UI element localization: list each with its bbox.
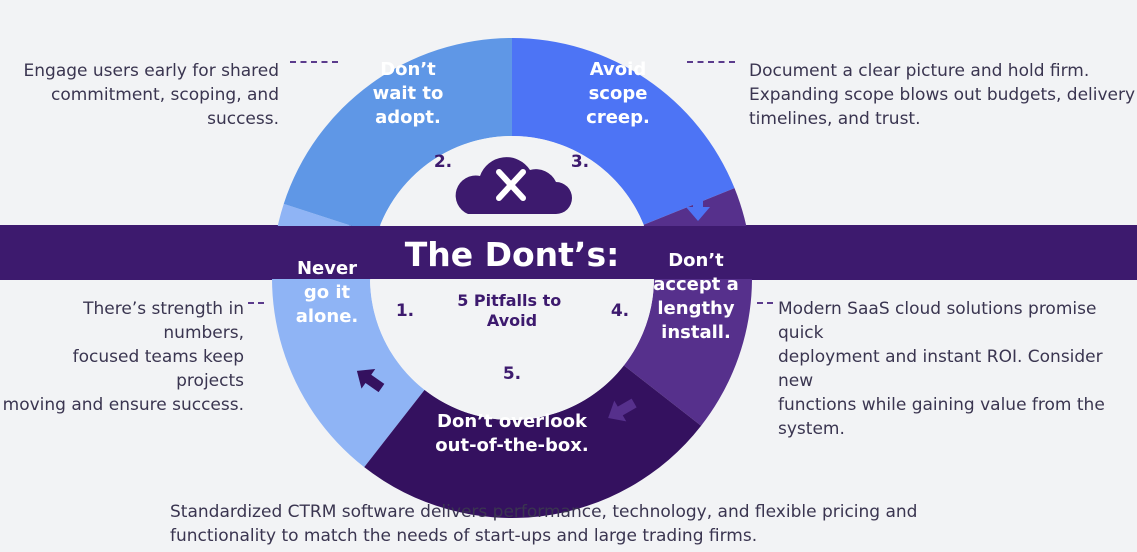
pitfall-label-line: wait to [373,83,444,104]
pitfall-label-line: alone. [296,306,359,327]
connector-dash [248,302,264,304]
note-line: Modern SaaS cloud solutions promise quic… [778,299,1097,343]
connector-dash [757,302,773,304]
pitfall-number-2: 2. [434,152,452,172]
pitfall-number-1: 1. [396,301,414,321]
note-line: deployment and instant ROI. Consider new [778,347,1103,391]
pitfall-label-line: go it [304,282,351,303]
note-line: functions while gaining value from the s… [778,395,1105,439]
note-line: functionality to match the needs of star… [170,526,758,546]
pitfall-number-3: 3. [571,152,589,172]
segment-pitfall-2 [283,38,512,235]
note-line: There’s strength in numbers, [83,299,244,343]
banner-subtitle-line: Avoid [487,311,537,330]
pitfall-label-line: Don’t overlook [437,411,588,432]
pitfall-label-line: creep. [586,107,650,128]
pitfall-label-line: adopt. [375,107,441,128]
title-band-center [270,226,754,279]
segment-pitfall-3 [512,38,735,225]
pitfall-label-5: Don’t overlook out-of-the-box. [435,411,588,456]
pitfall-label-line: scope [589,83,648,104]
pitfall-label-line: Avoid [590,59,646,80]
pitfall-label-line: install. [661,322,731,343]
connector-dash [290,61,338,63]
note-pitfall-3: Document a clear picture and hold firm. … [749,59,1135,131]
pitfall-label-line: out-of-the-box. [435,435,588,456]
segment-pitfall-5 [364,365,702,518]
pitfall-label-line: Don’t [668,250,724,271]
note-line: focused teams keep projects [72,347,244,391]
pitfall-label-line: lengthy [657,298,734,319]
note-pitfall-1: There’s strength in numbers, focused tea… [0,297,244,417]
pitfall-label-2: Don’t wait to adopt. [373,59,444,128]
note-line: Document a clear picture and hold firm. [749,61,1090,81]
banner-subtitle: 5 Pitfalls to Avoid [457,291,567,330]
flow-arrow-icon [608,398,637,422]
banner-title: The Dont’s: [405,235,620,274]
cloud-x-icon [455,157,572,214]
flow-arrow-icon [514,55,544,79]
note-line: timelines, and trust. [749,109,921,129]
pitfall-number-5: 5. [503,364,521,384]
flow-arrow-icon [356,369,385,393]
note-line: Standardized CTRM software delivers perf… [170,502,918,522]
flow-arrow-icon [330,152,354,182]
pitfall-label-line: Never [297,258,357,279]
pitfall-label-line: accept a [653,274,739,295]
pitfall-label-1: Never go it alone. [296,258,359,327]
note-line: Expanding scope blows out budgets, deliv… [749,85,1136,105]
note-line: Engage users early for shared [23,61,279,81]
pitfall-label-3: Avoid scope creep. [586,59,650,128]
note-pitfall-4: Modern SaaS cloud solutions promise quic… [778,297,1137,441]
note-pitfall-2: Engage users early for shared commitment… [0,59,279,131]
note-line: moving and ensure success. [2,395,244,415]
pitfall-label-line: Don’t [380,59,436,80]
note-line: commitment, scoping, and success. [51,85,279,129]
note-pitfall-5: Standardized CTRM software delivers perf… [170,500,917,548]
banner-subtitle-line: 5 Pitfalls to [457,291,561,310]
pitfall-label-4: Don’t accept a lengthy install. [653,250,739,343]
pitfall-number-4: 4. [611,301,629,321]
flow-arrow-icon [686,191,710,221]
connector-dash [687,61,735,63]
